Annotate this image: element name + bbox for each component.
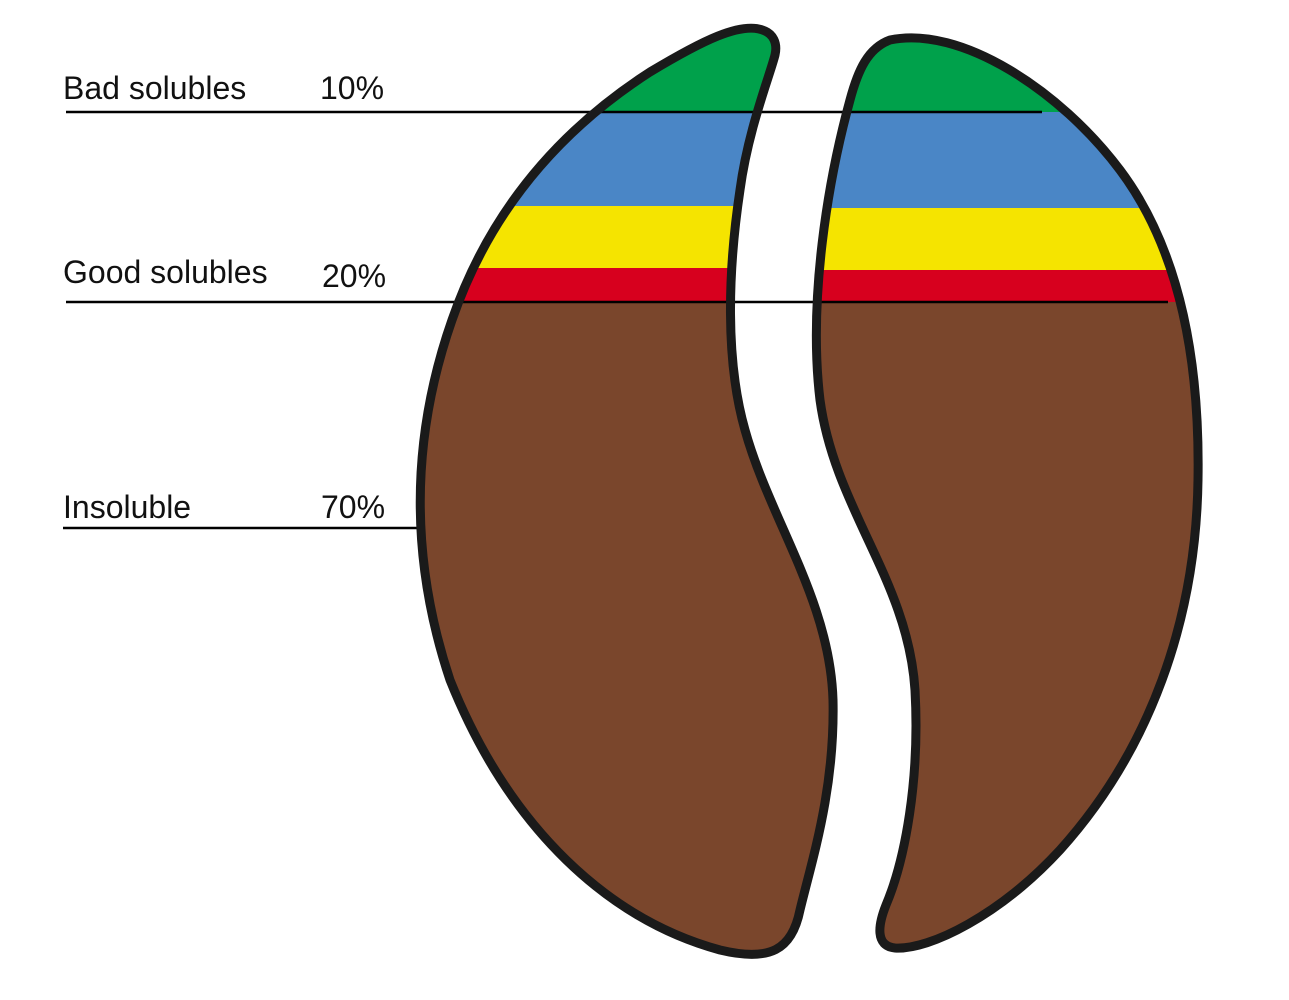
bean-left-outline (415, 23, 838, 959)
label-bad-solubles-percent: 10% (320, 70, 384, 106)
label-insoluble-percent: 70% (321, 489, 385, 525)
bean-left-half (420, 28, 834, 955)
bean-left-brown-layer (420, 302, 834, 955)
bean-left-yellow-layer (420, 206, 834, 268)
label-good-solubles-percent: 20% (322, 258, 386, 294)
bean-right-outline (811, 33, 1203, 953)
bean-left-green-layer (420, 28, 834, 112)
label-good-solubles-name: Good solubles (63, 254, 268, 290)
label-insoluble-name: Insoluble (63, 489, 191, 525)
bean-right-half (816, 37, 1199, 949)
bean-right-yellow-layer (816, 208, 1199, 270)
label-bad-solubles-name: Bad solubles (63, 70, 246, 106)
bean-right-blue-layer (816, 112, 1199, 208)
bean-right-green-layer (816, 37, 1199, 112)
bean-left-blue-layer (420, 112, 834, 206)
bean-right-red-layer (816, 270, 1199, 302)
